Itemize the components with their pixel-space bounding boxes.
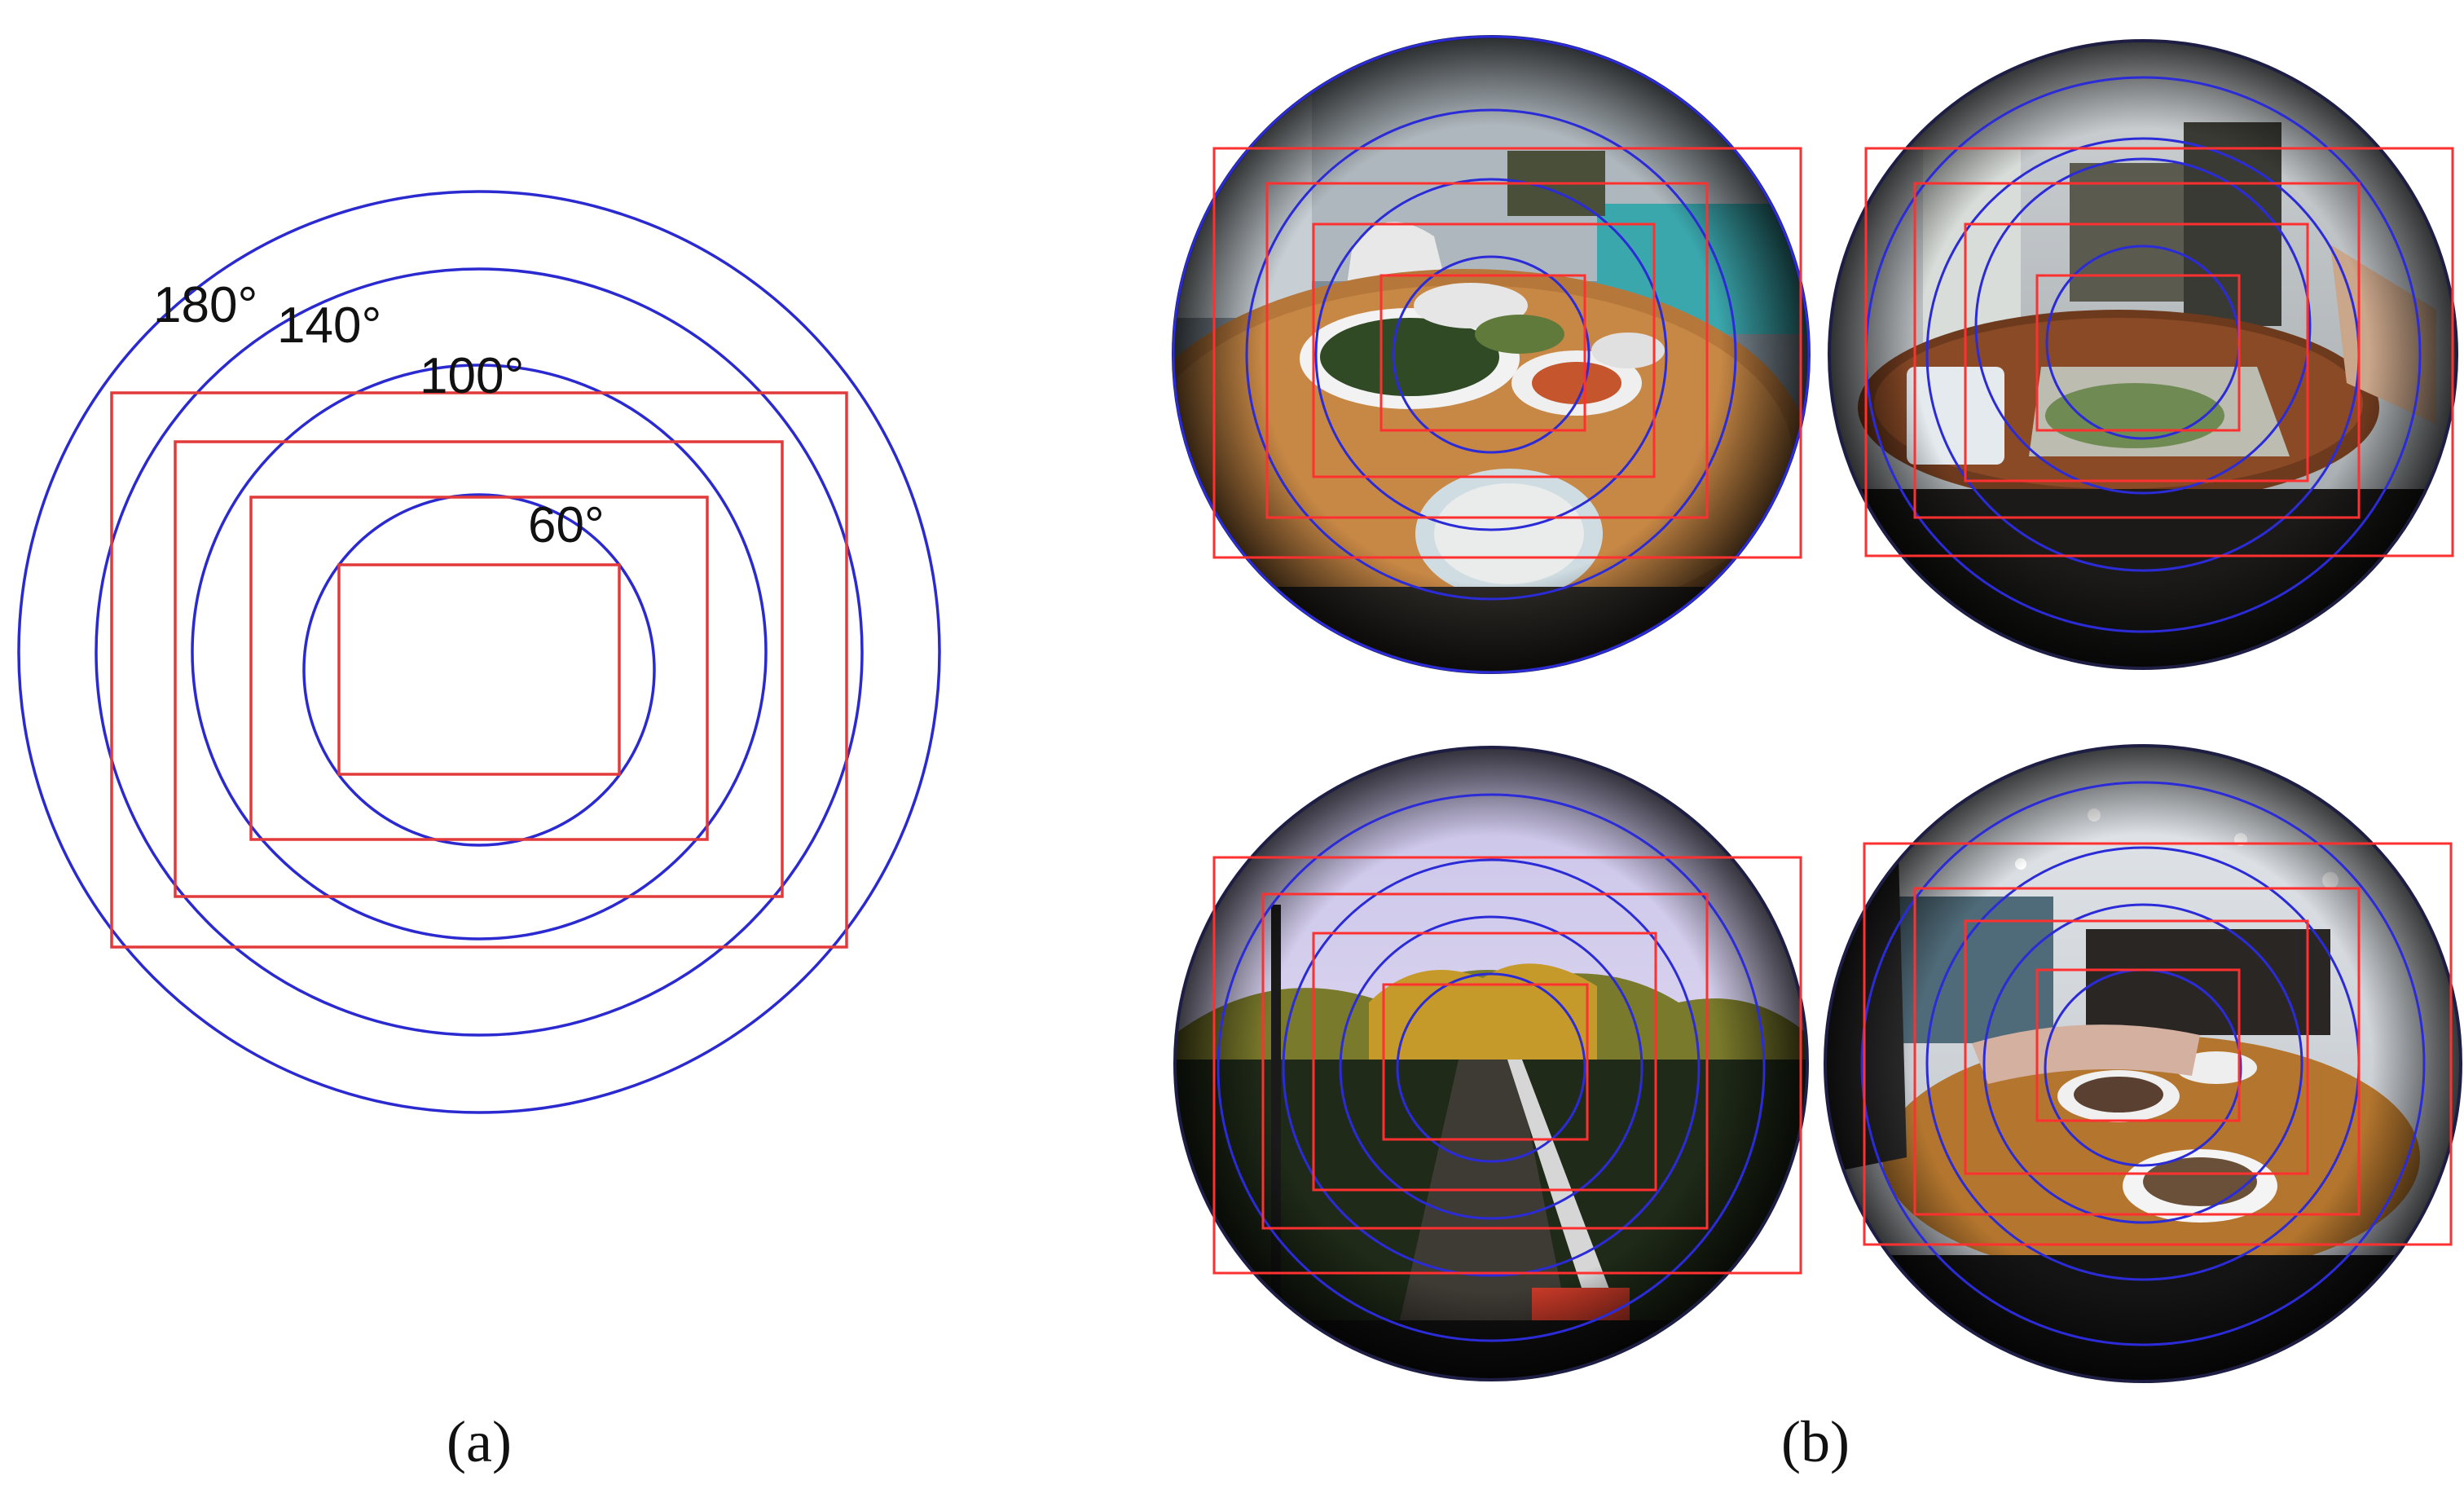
photo-overlay-rings [1172,35,1811,674]
photo-overlay-rects [1863,842,2453,1246]
fisheye-photo-restaurant [1824,744,2462,1383]
photo-overlay-rects [1864,147,2454,557]
fov-circle-60 [302,493,656,847]
photo-overlay-rings [1217,793,1766,1342]
caption-panel-a: (a) [447,1409,512,1474]
fov-label-180: 180° [153,277,257,333]
photo-overlay-rects [1212,856,1802,1275]
fov-rect-180 [110,391,848,949]
fov-label-140: 140° [277,297,381,354]
fov-rect-60 [337,563,621,776]
fov-rect-140 [174,440,784,898]
photo-overlay-rects [1212,147,1802,559]
fov-circle-100 [191,363,768,941]
fisheye-photo-park [1173,746,1809,1381]
fov-diagram: 180° 140° 100° 60° [17,190,941,1114]
fisheye-photo-dining [1172,35,1811,674]
fov-label-100: 100° [420,348,524,404]
fov-label-60: 60° [528,497,605,553]
fisheye-photo-glass-dish [1828,39,2458,670]
fov-rect-100 [249,496,709,841]
caption-panel-b: (b) [1781,1409,1850,1474]
fov-circle-180 [17,190,941,1114]
fov-circle-140 [95,267,864,1037]
